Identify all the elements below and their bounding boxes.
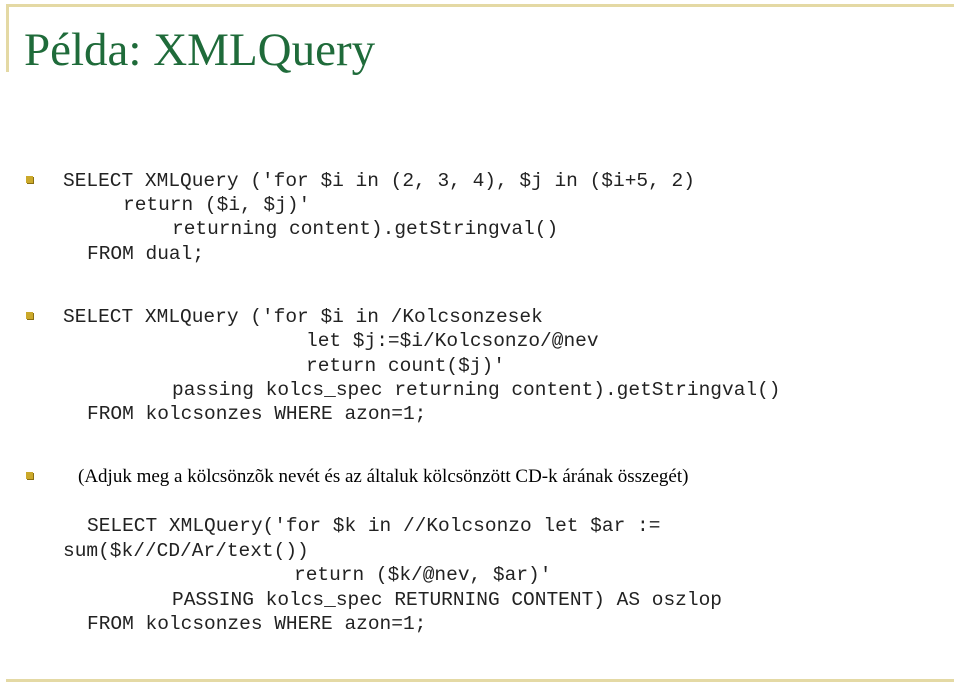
left-rule — [6, 4, 9, 72]
bullet-icon — [26, 312, 33, 319]
bullet-icon — [26, 472, 33, 479]
code-line: sum($k//CD/Ar/text()) — [63, 540, 309, 562]
code-line: FROM dual; — [87, 243, 205, 265]
code-line: passing kolcs_spec returning content).ge… — [172, 379, 781, 401]
code-line: PASSING kolcs_spec RETURNING CONTENT) AS… — [172, 589, 722, 611]
code-line: FROM kolcsonzes WHERE azon=1; — [87, 403, 427, 425]
code-line: returning content).getStringval() — [172, 218, 559, 240]
code-line: return ($i, $j)' — [123, 194, 311, 216]
code-line: FROM kolcsonzes WHERE azon=1; — [87, 613, 427, 635]
bullet-icon — [26, 176, 33, 183]
code-line: return count($j)' — [306, 355, 505, 377]
code-line: return ($k/@nev, $ar)' — [294, 564, 552, 586]
code-line: SELECT XMLQuery ('for $i in /Kolcsonzese… — [63, 306, 543, 328]
code-line: SELECT XMLQuery('for $k in //Kolcsonzo l… — [87, 515, 661, 537]
example-description: (Adjuk meg a kölcsönzõk nevét és az álta… — [78, 466, 689, 487]
top-rule — [6, 4, 954, 7]
code-line: let $j:=$i/Kolcsonzo/@nev — [306, 330, 599, 352]
bottom-rule — [6, 679, 954, 682]
slide-title: Példa: XMLQuery — [24, 24, 376, 76]
code-line: SELECT XMLQuery ('for $i in (2, 3, 4), $… — [63, 170, 695, 192]
